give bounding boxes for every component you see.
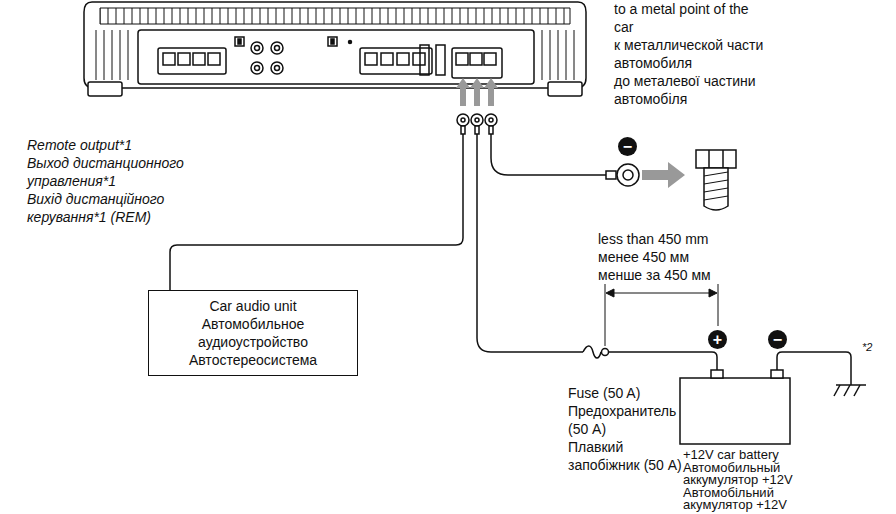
- annotation-label: *2: [862, 338, 892, 356]
- annotation-label: +12V car battery: [683, 449, 833, 462]
- annotation-label: до металевої частини автомобіля: [614, 72, 764, 108]
- bolt: [696, 150, 736, 210]
- annotation-label: to a metal point of the car: [614, 0, 764, 36]
- annotation-label: Fuse (50 A): [568, 384, 688, 402]
- ground-symbol: [834, 385, 866, 396]
- annotation-label: Автомобільний акумулятор +12V: [683, 487, 798, 512]
- annotation-label: Предохранитель (50 A): [568, 402, 688, 438]
- annotation-label: Плавкий запобіжник (50 A): [568, 438, 688, 474]
- annotation-label: Автомобильный аккумулятор +12V: [683, 462, 798, 487]
- annotation-label: менее 450 мм: [598, 248, 778, 266]
- polarity-symbol: −: [618, 137, 637, 156]
- box-text: Car audio unit: [157, 297, 349, 315]
- box-text: Автомобильное аудиоустройство: [157, 315, 349, 351]
- annotation-label: Remote output*1: [27, 136, 287, 154]
- insert-arrows: [456, 78, 498, 106]
- ring-terminals: [457, 114, 497, 134]
- ground-ring-terminal: [606, 162, 685, 188]
- box-text: Автостереосистема: [157, 351, 349, 369]
- dimension: [605, 284, 718, 346]
- annotation-label: less than 450 mm: [598, 230, 778, 248]
- annotation-label: к металлической части автомобиля: [614, 36, 764, 72]
- battery: [680, 370, 790, 444]
- device-box: Car audio unitАвтомобильное аудиоустройс…: [148, 290, 358, 376]
- annotation-label: Выход дистанционного управления*1: [27, 154, 227, 190]
- polarity-symbol: −: [768, 330, 787, 349]
- polarity-symbol: +: [708, 330, 727, 349]
- annotation-label: менше за 450 мм: [598, 266, 778, 284]
- annotation-label: Вихід дистанційного керування*1 (REM): [27, 190, 227, 226]
- amplifier: [84, 2, 586, 96]
